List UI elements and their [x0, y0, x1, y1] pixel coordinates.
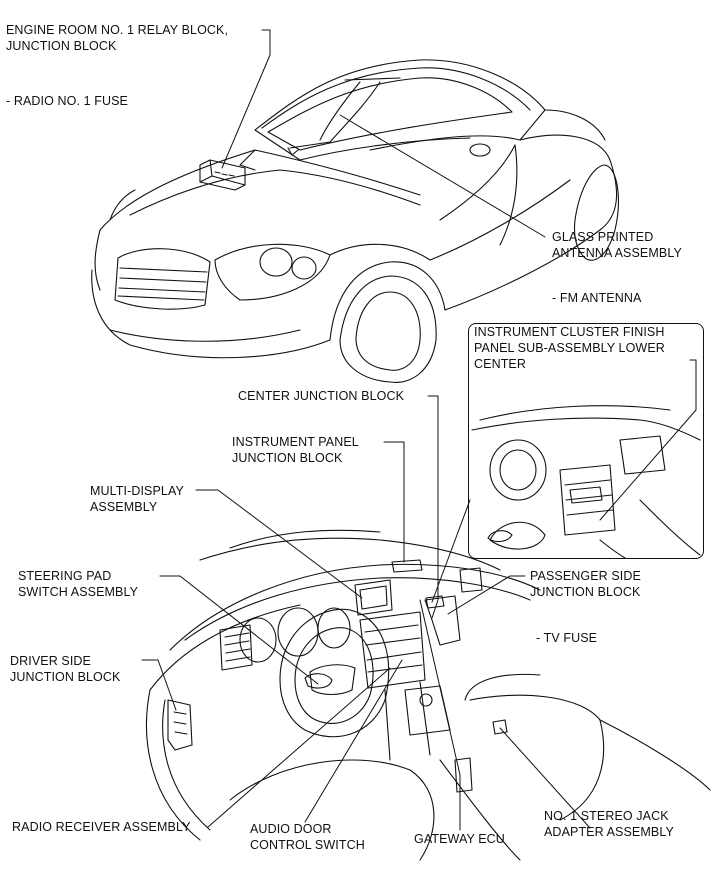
label-cluster-finish-panel: INSTRUMENT CLUSTER FINISH PANEL SUB-ASSE… — [474, 324, 665, 372]
label-driver-jb: DRIVER SIDE JUNCTION BLOCK — [10, 653, 120, 685]
label-line: AUDIO DOOR — [250, 822, 332, 836]
interior-illustration — [145, 529, 711, 861]
label-radio-fuse: - RADIO NO. 1 FUSE — [6, 94, 128, 108]
leader-lines — [141, 29, 697, 831]
label-line: DRIVER SIDE — [10, 654, 91, 668]
car-illustration — [91, 59, 619, 383]
label-line: NO. 1 STEREO JACK — [544, 809, 669, 823]
label-line: JUNCTION BLOCK — [530, 585, 641, 599]
label-line: CONTROL SWITCH — [250, 838, 365, 852]
label-line: ENGINE ROOM NO. 1 RELAY BLOCK, — [6, 23, 229, 37]
label-line: SWITCH ASSEMBLY — [18, 585, 139, 599]
label-line: JUNCTION BLOCK — [6, 39, 117, 53]
label-engine-room-relay-block: ENGINE ROOM NO. 1 RELAY BLOCK, JUNCTION … — [6, 22, 228, 54]
label-gateway-ecu: GATEWAY ECU — [414, 832, 505, 846]
label-tv-fuse: - TV FUSE — [536, 631, 598, 645]
label-line: INSTRUMENT CLUSTER FINISH — [474, 325, 665, 339]
inset-detail-box — [468, 323, 704, 559]
label-steering-pad: STEERING PAD SWITCH ASSEMBLY — [18, 568, 138, 600]
label-line: STEERING PAD — [18, 569, 112, 583]
inset-illustration — [471, 405, 701, 559]
label-center-junction-block: CENTER JUNCTION BLOCK — [238, 389, 405, 403]
label-line: JUNCTION BLOCK — [232, 451, 343, 465]
label-line: MULTI-DISPLAY — [90, 484, 184, 498]
label-audio-door-switch: AUDIO DOOR CONTROL SWITCH — [250, 821, 365, 853]
label-line: INSTRUMENT PANEL — [232, 435, 359, 449]
label-line: ANTENNA ASSEMBLY — [552, 246, 682, 260]
label-glass-antenna: GLASS PRINTED ANTENNA ASSEMBLY — [552, 229, 682, 261]
label-line: PASSENGER SIDE — [530, 569, 641, 583]
label-line: PANEL SUB-ASSEMBLY LOWER — [474, 341, 665, 355]
label-stereo-jack: NO. 1 STEREO JACK ADAPTER ASSEMBLY — [544, 808, 674, 840]
label-line: ASSEMBLY — [90, 500, 158, 514]
label-line: ADAPTER ASSEMBLY — [544, 825, 674, 839]
label-radio-receiver: RADIO RECEIVER ASSEMBLY — [12, 820, 191, 834]
label-multi-display: MULTI-DISPLAY ASSEMBLY — [90, 483, 184, 515]
label-line: CENTER — [474, 357, 526, 371]
label-fm-antenna: - FM ANTENNA — [552, 291, 642, 305]
label-line: JUNCTION BLOCK — [10, 670, 121, 684]
label-passenger-jb: PASSENGER SIDE JUNCTION BLOCK — [530, 568, 641, 600]
label-line: GLASS PRINTED — [552, 230, 654, 244]
label-instrument-panel-jb: INSTRUMENT PANEL JUNCTION BLOCK — [232, 434, 359, 466]
